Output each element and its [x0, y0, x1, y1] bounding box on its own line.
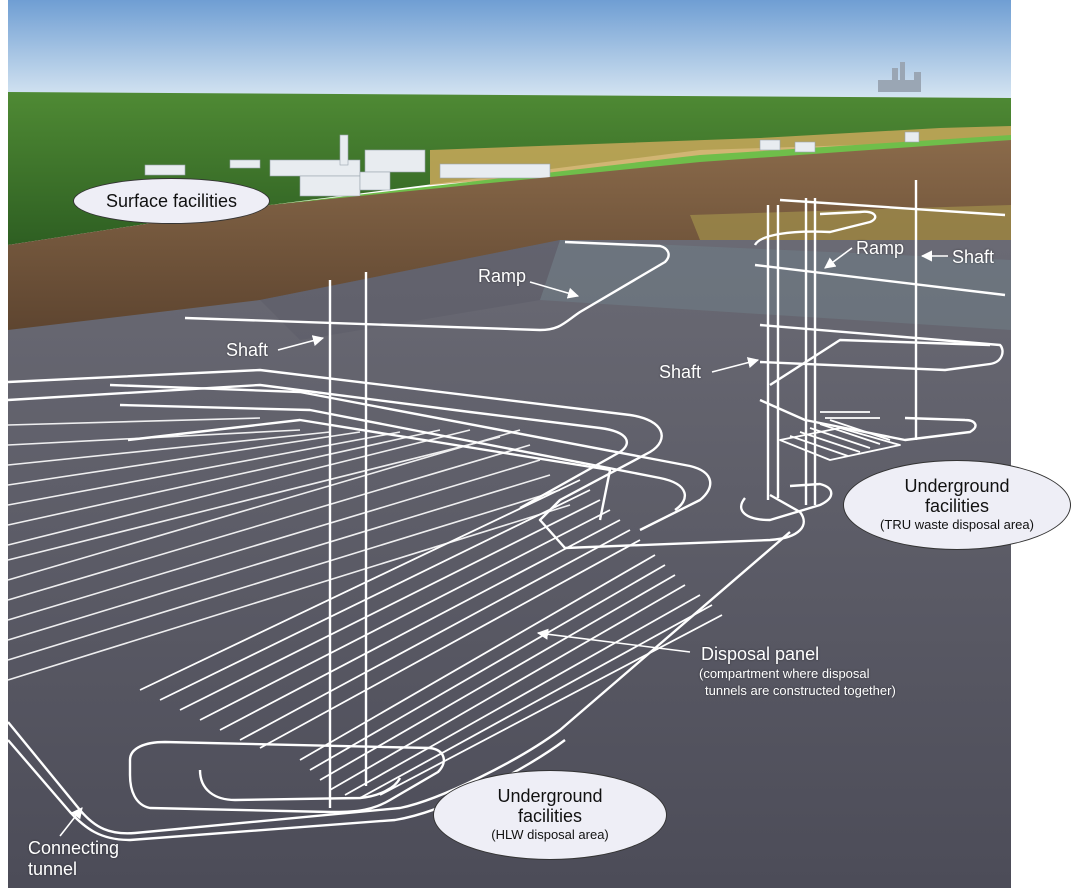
surface-facilities-label: Surface facilities — [73, 178, 270, 224]
shaft-mid-label: Shaft — [659, 362, 702, 382]
disposal-panel-title: Disposal panel — [701, 644, 820, 664]
arrow-icon — [711, 357, 760, 373]
connecting-tunnel-line2: tunnel — [28, 859, 78, 879]
tru-vault-grid — [779, 411, 901, 461]
surface-facilities-text: Surface facilities — [105, 191, 238, 211]
rock-face-shadow-2 — [260, 240, 560, 340]
disposal-panel-note-line1: (compartment where disposal — [699, 666, 870, 681]
ramp-left-label: Ramp — [478, 266, 527, 286]
distant-city-icon — [878, 62, 921, 92]
connecting-tunnel-label: Connecting tunnel — [28, 838, 119, 880]
disposal-panel-left — [7, 417, 571, 681]
disposal-panel-lines — [139, 479, 723, 799]
sky — [8, 0, 1011, 100]
tru-facilities-label: Underground facilities (TRU waste dispos… — [843, 460, 1071, 550]
leader-arrows — [59, 247, 948, 837]
tru-title-line1: Underground — [904, 476, 1010, 496]
rock-layer — [8, 240, 1011, 888]
ramp-right-label: Ramp — [856, 238, 905, 258]
hlw-facilities-label: Underground facilities (HLW disposal are… — [433, 770, 667, 860]
hlw-title-line2: facilities — [517, 806, 583, 826]
arrow-icon — [529, 281, 580, 299]
arrow-icon — [824, 247, 853, 269]
arrow-icon — [536, 628, 691, 653]
connecting-tunnel-line1: Connecting — [28, 838, 120, 858]
tru-subtitle: (TRU waste disposal area) — [880, 517, 1034, 532]
shaft-left-label: Shaft — [226, 340, 269, 360]
arrow-icon — [277, 335, 325, 351]
soil-step — [690, 205, 1011, 240]
hlw-title-line1: Underground — [497, 786, 603, 806]
tru-title-line2: facilities — [924, 496, 990, 516]
hlw-subtitle: (HLW disposal area) — [491, 827, 609, 842]
surface-buildings-icon — [144, 131, 920, 197]
disposal-panel-note: (compartment where disposal tunnels are … — [699, 665, 989, 699]
tunnel-network — [7, 180, 1006, 842]
arrow-icon — [59, 807, 83, 837]
rock-face-shadow — [540, 240, 1011, 330]
shaft-right-label: Shaft — [952, 247, 995, 267]
disposal-panel-note-line2: tunnels are constructed together) — [705, 683, 896, 698]
